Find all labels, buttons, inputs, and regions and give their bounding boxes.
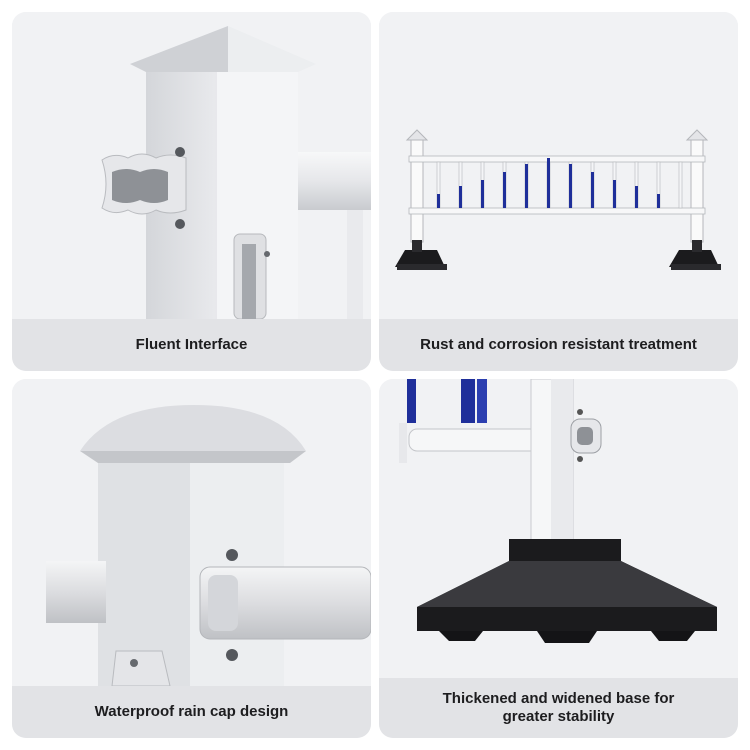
caption-text: Waterproof rain cap design <box>94 703 289 720</box>
panel-rust-resistant: Rust and corrosion resistant treatment <box>379 12 738 371</box>
caption-text: Fluent Interface <box>135 336 248 353</box>
caption-text: Rust and corrosion resistant treatment <box>420 336 697 353</box>
caption-rain-cap: Waterproof rain cap design <box>12 686 371 738</box>
panel-fluent-interface: Fluent Interface <box>12 12 371 371</box>
caption-rust-resistant: Rust and corrosion resistant treatment <box>379 319 738 371</box>
panel-rain-cap: Waterproof rain cap design <box>12 379 371 738</box>
black-base-foot-image <box>379 379 738 678</box>
caption-text-line-2: greater stability <box>502 708 615 725</box>
panel-thick-base: Thickened and widened base for greater s… <box>379 379 738 738</box>
caption-fluent-interface: Fluent Interface <box>12 319 371 371</box>
caption-text-line-1: Thickened and widened base for <box>442 690 675 707</box>
barrier-fence-image <box>379 12 738 319</box>
caption-thick-base: Thickened and widened base for greater s… <box>379 678 738 738</box>
rain-cap-post-image <box>12 379 371 686</box>
fence-post-closeup-image <box>12 12 371 319</box>
